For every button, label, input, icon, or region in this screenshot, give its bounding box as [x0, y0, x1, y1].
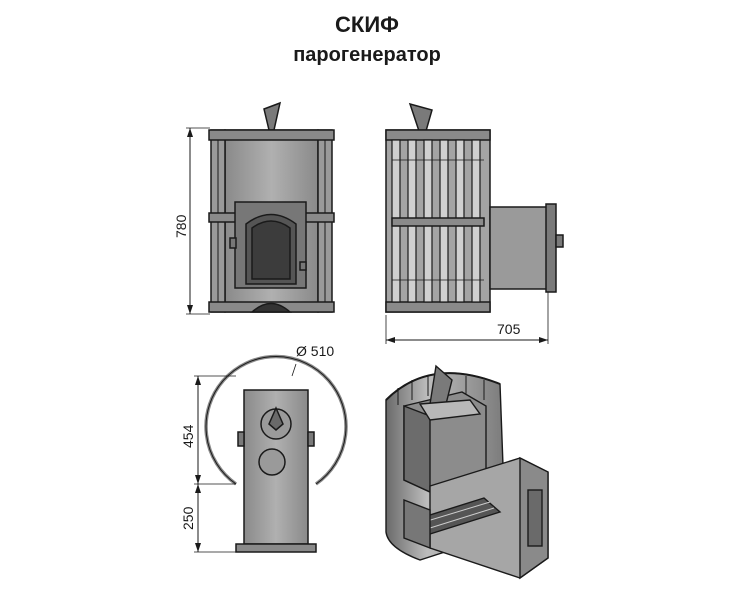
door-handle: [229, 237, 237, 249]
dimension-diameter: Ø 510: [296, 343, 334, 359]
plan-base: [235, 543, 317, 553]
dimension-base-height: 250: [180, 506, 196, 530]
plan-view: [194, 354, 348, 553]
firebox-tunnel: [489, 206, 549, 290]
ash-opening: [250, 302, 292, 313]
side-chimney: [408, 102, 433, 132]
chimney-cone: [263, 101, 282, 131]
diagram-title: СКИФ: [335, 12, 399, 37]
water-outlet: [258, 448, 286, 476]
front-view: [186, 101, 335, 315]
dimension-grid-height: 454: [180, 424, 196, 448]
side-view: [385, 102, 564, 344]
top-band: [208, 129, 335, 141]
dimension-depth: 705: [497, 321, 521, 337]
cutaway-view: [385, 364, 549, 580]
dimension-height: 780: [173, 214, 189, 238]
diagram-subtitle: парогенератор: [293, 44, 441, 66]
